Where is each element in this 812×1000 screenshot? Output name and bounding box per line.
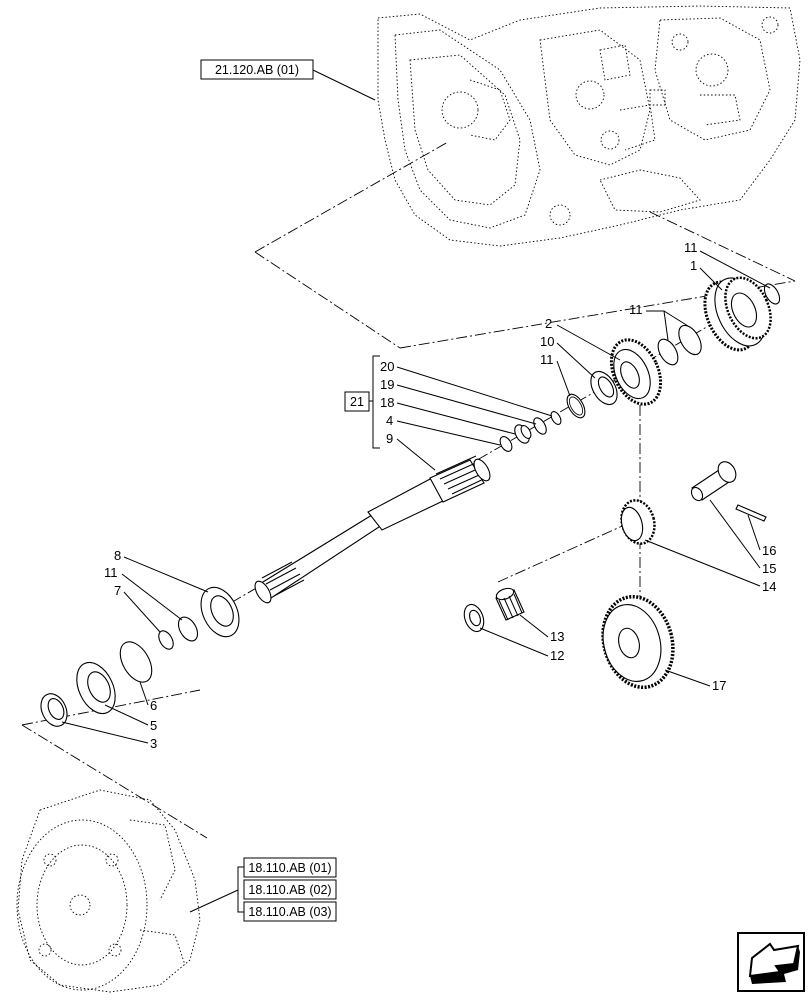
svg-text:18.110.AB (03): 18.110.AB (03) bbox=[248, 905, 331, 919]
part-6-circlip bbox=[119, 641, 153, 683]
callout-17: 17 bbox=[712, 678, 726, 693]
svg-text:21: 21 bbox=[350, 395, 364, 409]
part-20-snap-ring bbox=[550, 411, 562, 425]
part-11-ring-pair bbox=[657, 324, 702, 366]
part-2-gear bbox=[609, 338, 663, 406]
callout-7: 7 bbox=[114, 583, 121, 598]
ref-label-bottom-1[interactable]: 18.110.AB (01) bbox=[243, 857, 337, 878]
callout-11-lower: 11 bbox=[104, 565, 118, 580]
callout-11-pair: 11 bbox=[629, 302, 643, 317]
callout-16: 16 bbox=[762, 543, 776, 558]
ref-label-bottom-3[interactable]: 18.110.AB (03) bbox=[243, 901, 337, 922]
callout-9: 9 bbox=[386, 431, 393, 446]
callout-10: 10 bbox=[540, 334, 554, 349]
leader-line-housing bbox=[312, 69, 376, 101]
callout-20: 20 bbox=[380, 359, 394, 374]
callout-11-top: 11 bbox=[684, 240, 698, 255]
callout-3: 3 bbox=[150, 736, 157, 751]
callout-15: 15 bbox=[762, 561, 776, 576]
callout-4: 4 bbox=[386, 413, 393, 428]
arrow-icon[interactable] bbox=[737, 932, 805, 992]
part-18-bearing bbox=[514, 424, 532, 444]
part-1-synchronizer bbox=[703, 276, 772, 352]
svg-text:18.110.AB (02): 18.110.AB (02) bbox=[248, 883, 331, 897]
callout-19: 19 bbox=[380, 377, 394, 392]
part-8-bearing bbox=[200, 586, 240, 638]
main-shaft bbox=[254, 455, 491, 604]
ref-label-housing[interactable]: 21.120.AB (01) bbox=[200, 59, 314, 80]
part-12-thrust-washer bbox=[463, 603, 485, 633]
svg-text:18.110.AB (01): 18.110.AB (01) bbox=[248, 861, 331, 875]
part-15-shaft-pin bbox=[690, 461, 737, 502]
callout-18: 18 bbox=[380, 395, 394, 410]
part-11-ring-lower bbox=[177, 616, 199, 642]
svg-text:21.120.AB (01): 21.120.AB (01) bbox=[215, 63, 299, 77]
callouts: 20 19 18 4 9 11 1 11 2 10 11 8 11 7 6 5 … bbox=[61, 240, 776, 751]
callout-12: 12 bbox=[550, 648, 564, 663]
part-17-driven-gear bbox=[601, 594, 675, 690]
callout-8: 8 bbox=[114, 548, 121, 563]
callout-14: 14 bbox=[762, 579, 776, 594]
part-11-ring-top-right bbox=[763, 283, 781, 305]
callout-5: 5 bbox=[150, 718, 157, 733]
leader-bracket-bottom bbox=[189, 866, 244, 913]
part-19-ring bbox=[533, 417, 547, 435]
callout-6: 6 bbox=[150, 698, 157, 713]
callout-1: 1 bbox=[690, 258, 697, 273]
group-bracket bbox=[369, 355, 380, 449]
part-3-seal bbox=[40, 693, 68, 727]
part-11-ring-upper-left bbox=[566, 393, 586, 419]
callout-13: 13 bbox=[550, 629, 564, 644]
flywheel-icon bbox=[16, 789, 201, 993]
part-13-needle-bearing bbox=[495, 587, 525, 621]
part-16-roll-pin bbox=[735, 504, 767, 522]
part-5-bearing bbox=[76, 661, 116, 715]
part-10-bearing bbox=[590, 370, 618, 406]
part-4-washer bbox=[499, 436, 513, 452]
ref-label-bottom-2[interactable]: 18.110.AB (02) bbox=[243, 879, 337, 900]
callout-2: 2 bbox=[545, 316, 552, 331]
ref-label-group-21[interactable]: 21 bbox=[344, 391, 370, 412]
transmission-housing-icon bbox=[377, 5, 801, 247]
part-7-snap-ring bbox=[158, 630, 174, 650]
callout-11-left: 11 bbox=[540, 352, 554, 367]
part-14-idler-gear bbox=[620, 499, 656, 545]
